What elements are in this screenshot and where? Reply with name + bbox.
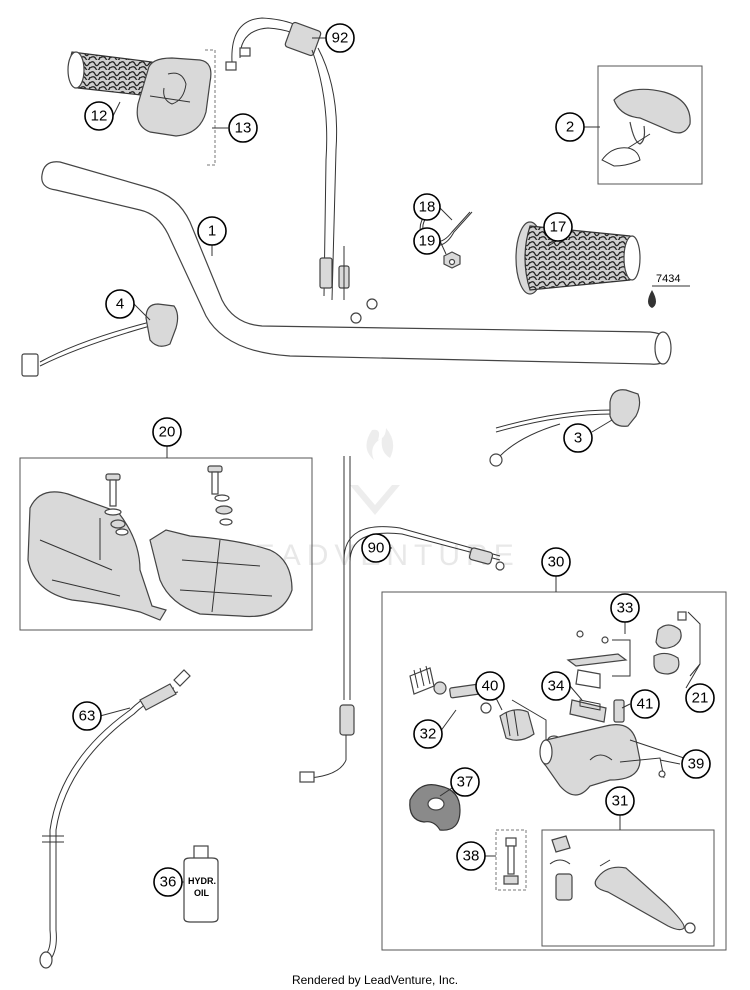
svg-text:20: 20 <box>159 424 176 441</box>
switch-part-21 <box>653 611 701 677</box>
svg-text:38: 38 <box>463 848 480 865</box>
callout-34: 34 <box>541 671 571 701</box>
reservoir-cover-34 <box>569 699 607 723</box>
svg-text:19: 19 <box>419 233 436 250</box>
callout-2: 2 <box>555 112 585 142</box>
adhesive-drop: 7434 <box>648 273 690 308</box>
boot-40 <box>499 699 561 745</box>
callout-32: 32 <box>413 719 443 749</box>
part-code-7434: 7434 <box>656 273 680 285</box>
svg-text:90: 90 <box>368 540 385 557</box>
hydraulic-line-63 <box>39 669 191 969</box>
callout-18: 18 <box>413 193 441 221</box>
callout-19: 19 <box>413 227 441 255</box>
svg-text:1: 1 <box>208 223 216 240</box>
handguard-bolts <box>104 465 233 536</box>
handguard-mount <box>601 88 691 167</box>
box-38 <box>495 829 527 891</box>
master-cylinder <box>539 724 691 796</box>
svg-text:3: 3 <box>574 430 582 447</box>
callout-37: 37 <box>450 767 480 797</box>
handguard-left <box>27 491 167 621</box>
callout-4: 4 <box>105 289 135 319</box>
handguard-right <box>149 529 293 618</box>
svg-text:92: 92 <box>332 30 349 47</box>
callout-31: 31 <box>605 786 635 816</box>
box-30 <box>381 591 727 951</box>
svg-text:13: 13 <box>235 120 252 137</box>
kill-switch-4 <box>21 303 179 377</box>
pin-41 <box>613 699 625 723</box>
svg-text:2: 2 <box>566 119 574 136</box>
callout-1: 1 <box>197 216 227 246</box>
callout-39: 39 <box>681 749 711 779</box>
callout-40: 40 <box>475 671 505 701</box>
bracket-13 <box>205 49 216 166</box>
oil-bottle-36: HYDR. OIL <box>183 845 219 923</box>
box-2 <box>597 65 703 185</box>
callout-30: 30 <box>541 547 571 577</box>
svg-text:37: 37 <box>457 774 474 791</box>
clutch-cable <box>299 456 505 783</box>
svg-text:17: 17 <box>550 219 567 236</box>
oil-label-line1: HYDR. <box>188 876 216 886</box>
kill-switch-3 <box>489 389 641 467</box>
svg-text:21: 21 <box>692 690 709 707</box>
svg-text:12: 12 <box>91 108 108 125</box>
footer-credit: Rendered by LeadVenture, Inc. <box>292 973 458 987</box>
svg-text:31: 31 <box>612 793 629 810</box>
svg-text:33: 33 <box>617 600 634 617</box>
callout-20: 20 <box>152 417 182 447</box>
svg-text:41: 41 <box>637 696 654 713</box>
svg-text:34: 34 <box>548 678 565 695</box>
nut-19 <box>443 251 461 269</box>
callout-21: 21 <box>685 683 715 713</box>
callout-3: 3 <box>563 423 593 453</box>
svg-text:63: 63 <box>79 708 96 725</box>
bolt-38 <box>503 837 519 885</box>
callout-92: 92 <box>325 23 355 53</box>
callout-36: 36 <box>153 867 183 897</box>
left-grip <box>515 221 641 295</box>
callouts: 92 12 13 2 18 19 17 1 4 3 20 90 30 33 21… <box>72 23 715 897</box>
svg-text:39: 39 <box>688 756 705 773</box>
callout-41: 41 <box>630 689 660 719</box>
oil-label-line2: OIL <box>194 888 210 898</box>
svg-text:4: 4 <box>116 296 124 313</box>
svg-text:30: 30 <box>548 554 565 571</box>
callout-33: 33 <box>610 593 640 623</box>
throttle-housing <box>136 57 212 137</box>
box-31 <box>541 829 715 947</box>
throttle-cables <box>225 17 378 324</box>
svg-text:36: 36 <box>160 874 177 891</box>
clamp-37 <box>409 784 461 831</box>
svg-text:32: 32 <box>420 726 437 743</box>
svg-text:18: 18 <box>419 199 436 216</box>
callout-17: 17 <box>543 212 573 242</box>
clamp-33 <box>566 630 631 689</box>
clutch-lever-31 <box>549 835 696 934</box>
callout-38: 38 <box>456 841 486 871</box>
box-20 <box>19 457 313 631</box>
callout-63: 63 <box>72 701 102 731</box>
callout-13: 13 <box>228 113 258 143</box>
callout-12: 12 <box>84 101 114 131</box>
throttle-grip <box>67 51 157 97</box>
svg-text:40: 40 <box>482 678 499 695</box>
callout-90: 90 <box>361 533 391 563</box>
handlebar <box>41 161 672 365</box>
